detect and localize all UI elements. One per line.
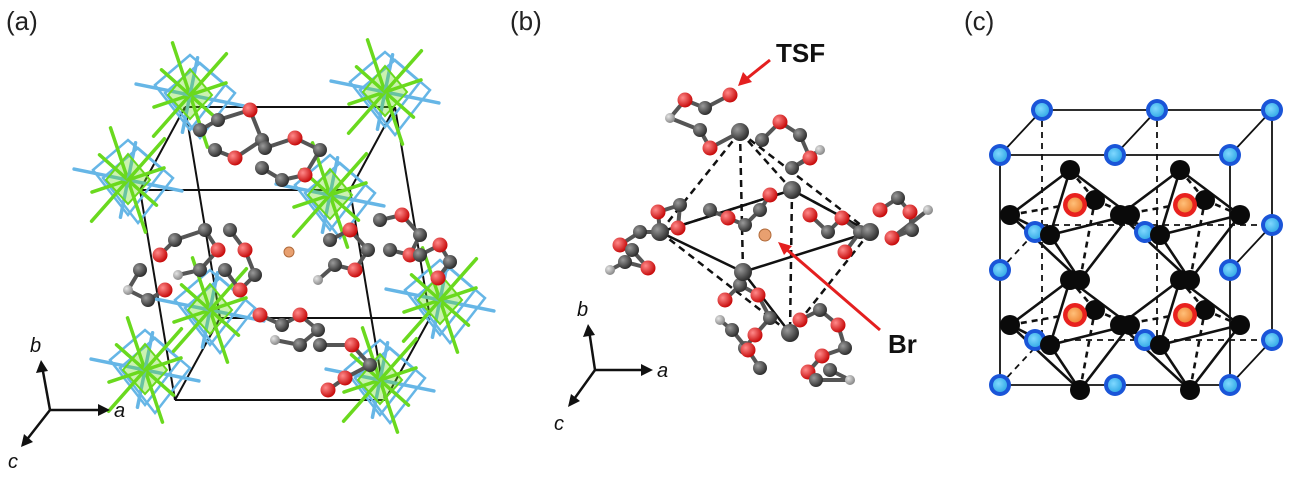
tsf-molecule (872, 191, 933, 246)
tsf-molecule (218, 223, 262, 298)
callout-tsf: TSF (776, 38, 825, 68)
axis-label-c: c (8, 451, 18, 473)
tsf-molecule (252, 307, 325, 352)
axis-triad-b (568, 324, 653, 407)
panel-c: (c) (960, 0, 1301, 482)
anion-octahedron (134, 41, 246, 149)
tsf-molecule (665, 87, 747, 156)
tsf-molecule (413, 237, 457, 286)
tsf-molecules-a (123, 102, 457, 398)
axis-label-a-b: a (657, 360, 668, 382)
tsf-callout-arrow (738, 58, 771, 86)
tsf-molecule (373, 207, 427, 263)
tsf-molecules-b (605, 87, 933, 387)
axis-label-b: b (30, 335, 41, 357)
tsf-molecule (313, 337, 377, 398)
panel-label-b: (b) (510, 6, 542, 36)
axis-label-a: a (114, 400, 125, 422)
tsf-molecule (313, 222, 375, 285)
tsf-molecule (715, 315, 767, 375)
tsf-molecule (605, 243, 656, 276)
br-callout-arrow (778, 242, 881, 332)
bromine-atom-a (283, 246, 295, 258)
panel-label-a: (a) (6, 6, 38, 36)
bromine-atom-b (758, 228, 772, 242)
tsf-molecule (123, 263, 173, 307)
octahedron-vertices (651, 123, 879, 342)
callout-br: Br (888, 329, 917, 359)
panel-b: (b) (500, 0, 960, 482)
tsf-molecule (703, 187, 778, 232)
tsf-molecule (152, 223, 226, 280)
anion-octahedron (154, 256, 266, 364)
anion-octahedron (384, 246, 496, 354)
tsf-molecule (612, 198, 687, 253)
octahedral-cluster-view: TSF Br a b c (554, 38, 933, 435)
axis-label-c-b: c (554, 413, 564, 435)
panel-a: (a) (0, 0, 500, 482)
tsf-molecule (792, 303, 852, 380)
tsf-molecule (802, 207, 867, 260)
anion-octahedron (329, 38, 441, 146)
anion-octahedron (89, 316, 201, 424)
tsf-molecule (755, 114, 825, 175)
crystal-packing-view: a b c (8, 38, 496, 473)
tsf-molecule (809, 363, 855, 387)
axis-label-b-b: b (577, 299, 588, 321)
lattice-sites (989, 99, 1283, 400)
panel-label-c: (c) (964, 6, 995, 36)
anion-octahedron (72, 126, 184, 234)
anion-octahedra (72, 38, 496, 434)
anion-octahedron (274, 141, 386, 249)
axis-triad-a (21, 360, 110, 447)
tsf-molecule (255, 130, 327, 187)
lattice-schematic (989, 99, 1283, 400)
